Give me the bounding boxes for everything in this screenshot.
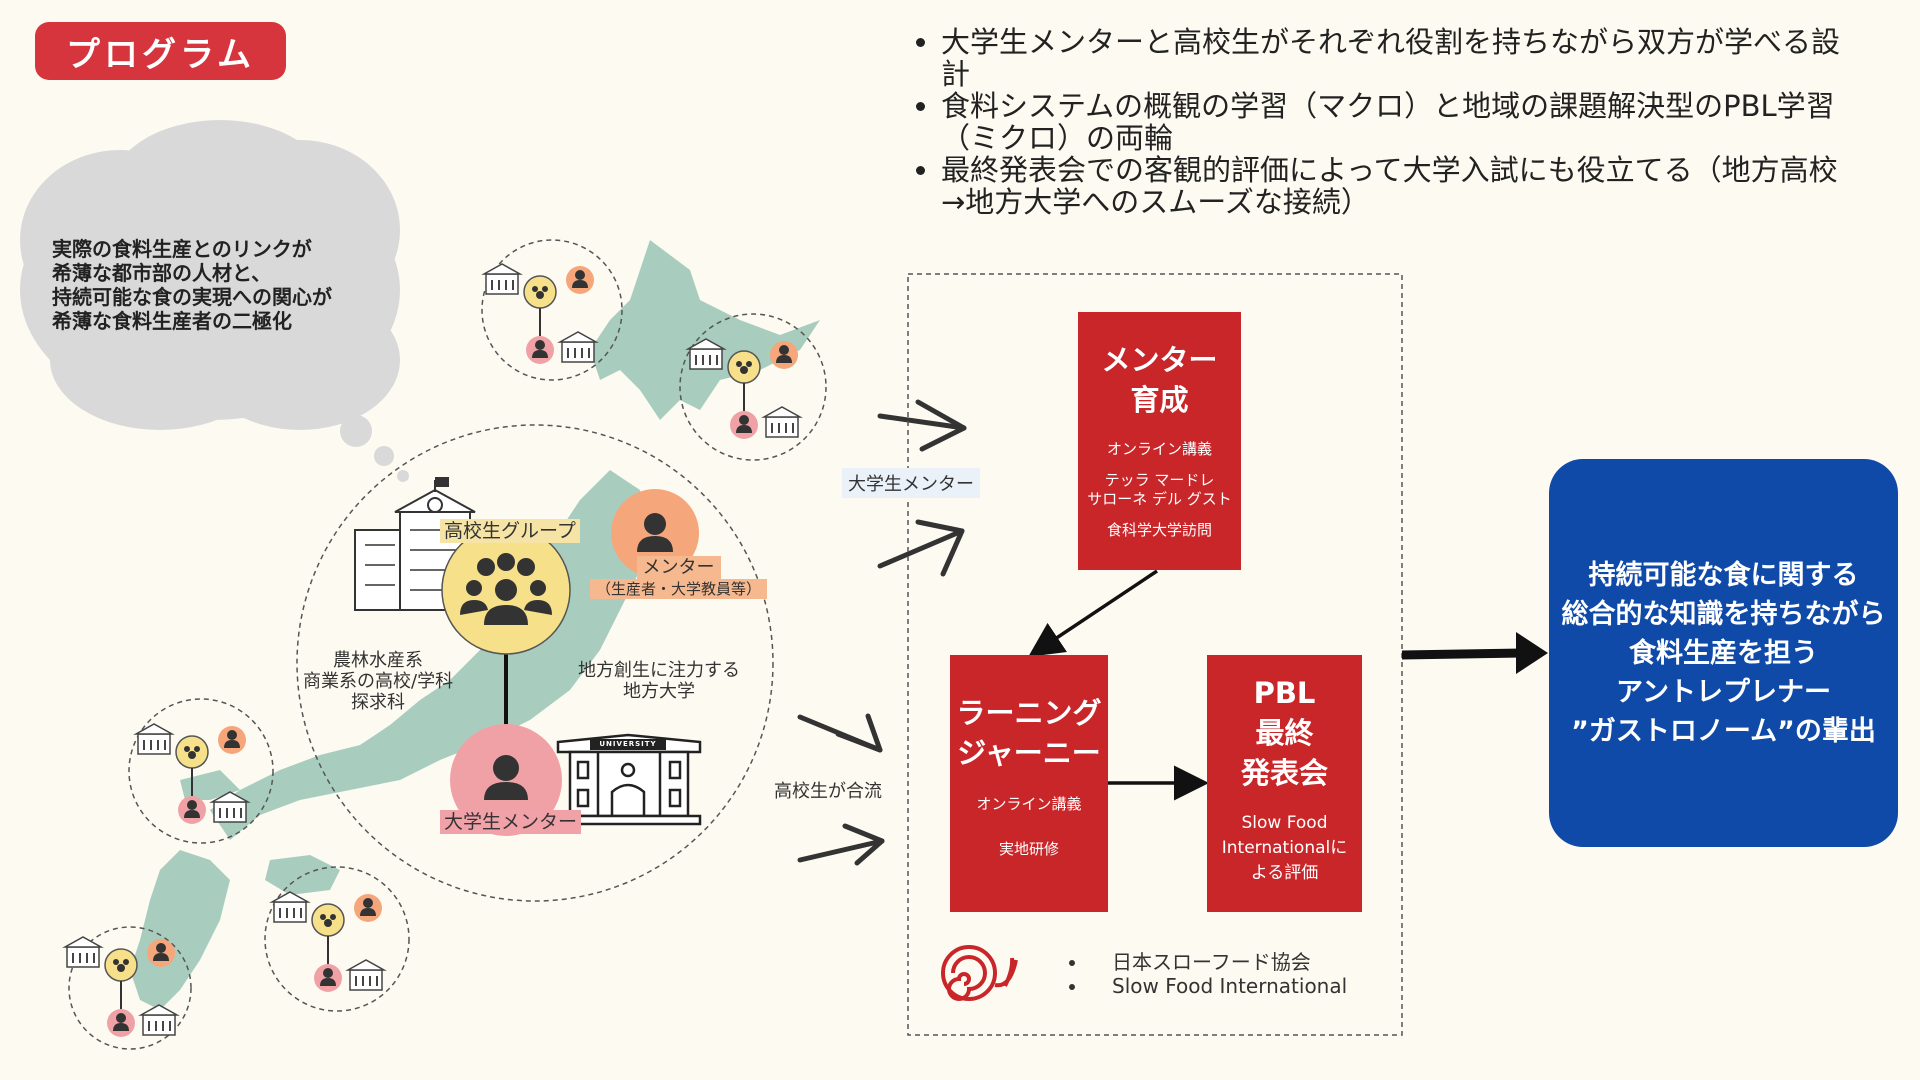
key-points-list: 大学生メンターと高校生がそれぞれ役割を持ちながら双方が学べる設計 食料システムの… xyxy=(905,26,1841,218)
thought-line: 希薄な食料生産者の二極化 xyxy=(52,309,292,333)
thought-line: 実際の食料生産とのリンクが xyxy=(52,237,312,261)
outcome-line: アントレプレナー xyxy=(1616,676,1831,708)
outcome-line: 食料生産を担う xyxy=(1629,637,1818,669)
key-point: 食料システムの概観の学習（マクロ）と地域の課題解決型のPBL学習（ミクロ）の両輪 xyxy=(941,90,1841,154)
learning-journey-box: ラーニング ジャーニー オンライン講義 実地研修 xyxy=(950,655,1108,912)
mentor-training-box: メンター 育成 オンライン講義 テッラ マードレ サローネ デル グスト 食科学… xyxy=(1078,312,1241,570)
outcome-line: 総合的な知識を持ちながら xyxy=(1561,598,1886,630)
partners-list: 日本スローフード協会 Slow Food International xyxy=(1058,950,1347,998)
mentor-icon xyxy=(637,513,673,552)
partner-item: 日本スローフード協会 xyxy=(1088,950,1347,974)
mentor-sub-label: （生産者・大学教員等） xyxy=(590,579,768,599)
mentor-training-item: 食科学大学訪問 xyxy=(1106,521,1212,539)
group-icon xyxy=(460,553,552,625)
mini-node-1 xyxy=(484,264,596,364)
outcome-line: 持続可能な食に関する xyxy=(1588,559,1859,591)
key-point: 最終発表会での客観的評価によって大学入試にも役立てる（地方高校→地方大学へのスム… xyxy=(941,154,1841,218)
outcome-box: 持続可能な食に関する 総合的な知識を持ちながら 食料生産を担う アントレプレナー… xyxy=(1549,459,1898,847)
mentor-label: メンター xyxy=(636,556,721,579)
university-sign: UNIVERSITY xyxy=(599,740,657,748)
mentor-training-item: テッラ マードレ サローネ デル グスト xyxy=(1087,471,1232,508)
slow-food-snail-icon xyxy=(941,945,1018,1001)
hub-circle xyxy=(296,424,774,902)
univ-mentor-icon xyxy=(484,755,528,800)
student-mentor-label: 大学生メンター xyxy=(440,810,582,834)
pbl-final-item: Slow Food Internationalに よる評価 xyxy=(1221,813,1348,883)
section-badge: プログラム xyxy=(35,22,286,80)
school-type-label: 農林水産系 商業系の高校/学科 探求科 xyxy=(303,650,454,713)
thought-line: 希薄な都市部の人材と、 xyxy=(52,261,272,285)
input-label-mentor: 大学生メンター xyxy=(842,468,980,498)
mini-node-3 xyxy=(136,724,248,824)
pbl-final-title: PBL 最終 発表会 xyxy=(1240,676,1328,790)
pbl-final-box: PBL 最終 発表会 Slow Food Internationalに よる評価 xyxy=(1207,655,1362,912)
learning-journey-item: オンライン講義 xyxy=(976,795,1082,813)
thought-cloud xyxy=(20,120,409,482)
learning-journey-item: 実地研修 xyxy=(998,840,1059,858)
input-label-students: 高校生が合流 xyxy=(774,781,882,802)
input-arrows xyxy=(797,399,967,866)
mentor-training-item: オンライン講義 xyxy=(1106,440,1212,458)
university-type-label: 地方創生に注力する 地方大学 xyxy=(578,660,740,702)
partner-item: Slow Food International xyxy=(1088,974,1347,998)
key-point: 大学生メンターと高校生がそれぞれ役割を持ちながら双方が学べる設計 xyxy=(941,26,1841,90)
thought-line: 持続可能な食の実現への関心が xyxy=(52,285,332,309)
mentor-training-title: メンター 育成 xyxy=(1101,343,1218,417)
learning-journey-title: ラーニング ジャーニー xyxy=(956,696,1102,770)
thought-bubble-text: 実際の食料生産とのリンクが 希薄な都市部の人材と、 持続可能な食の実現への関心が… xyxy=(52,237,392,333)
students-label: 高校生グループ xyxy=(440,519,580,543)
outcome-line: ”ガストロノーム”の輩出 xyxy=(1571,715,1876,747)
university-sign-bg xyxy=(590,739,666,750)
mini-node-4 xyxy=(272,892,384,992)
